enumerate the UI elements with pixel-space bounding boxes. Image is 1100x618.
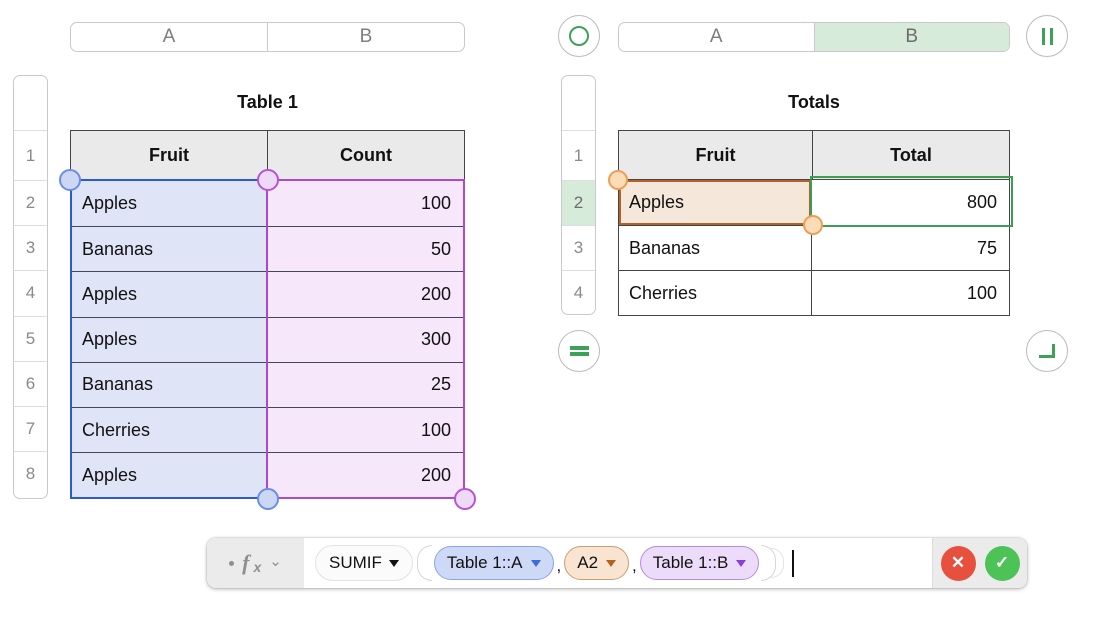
comma-separator: , [556, 556, 562, 575]
right-table-title[interactable]: Totals [788, 92, 840, 112]
cell-a4[interactable]: Apples [72, 271, 266, 316]
cell-b5[interactable]: 300 [268, 316, 463, 362]
cell-b7[interactable]: 100 [268, 406, 463, 452]
open-paren [416, 545, 432, 581]
cell-a7[interactable]: Cherries [72, 406, 266, 452]
column-bars-icon [1041, 27, 1053, 45]
left-column-header-b[interactable]: B [359, 26, 373, 47]
right-table: Fruit Total Apples 800 Bananas 75 Cherri… [618, 130, 1010, 316]
circle-ring-icon [569, 26, 589, 46]
caret-down-icon [530, 559, 541, 567]
add-column-button[interactable] [1026, 15, 1068, 57]
cell-b2[interactable]: 100 [420, 193, 451, 214]
fx-dot-icon [229, 560, 235, 566]
close-paren [771, 548, 785, 578]
arg-token-range-a[interactable]: Table 1::A [433, 546, 554, 580]
left-row-header-3[interactable]: 3 [14, 225, 47, 270]
totals-cell-a4[interactable]: Cherries [619, 271, 812, 315]
right-row-header-4[interactable]: 4 [562, 270, 595, 314]
totals-cell-a2-selected[interactable]: Apples [619, 180, 812, 225]
right-column-header-bar: A B [618, 22, 1010, 52]
cell-a8[interactable]: Apples [72, 452, 266, 497]
left-table: Fruit Count Apples Bananas Apples Apples… [70, 130, 465, 500]
right-row-header-blank [562, 76, 595, 130]
left-header-count[interactable]: Count [340, 144, 392, 165]
left-row-header-7[interactable]: 7 [14, 405, 47, 451]
chevron-down-icon: ⌄ [269, 553, 282, 570]
blue-range-handle-top[interactable] [59, 169, 81, 191]
totals-cell-b3[interactable]: 75 [976, 237, 997, 258]
right-row-header-2[interactable]: 2 [562, 180, 595, 225]
cell-a3[interactable]: Bananas [72, 226, 266, 271]
right-table-header-row: Fruit Total [618, 130, 1010, 180]
right-table-body: Apples 800 Bananas 75 Cherries 100 [618, 179, 1010, 316]
left-header-fruit[interactable]: Fruit [71, 131, 268, 179]
table-row: Apples 800 [619, 180, 1009, 225]
arg-token-range-b[interactable]: Table 1::B [639, 546, 760, 580]
left-row-header-5[interactable]: 5 [14, 315, 47, 361]
right-header-total[interactable]: Total [890, 144, 932, 165]
confirm-formula-button[interactable]: ✓ [984, 545, 1020, 581]
left-selected-range-a[interactable]: Apples Bananas Apples Apples Bananas Che… [70, 179, 268, 500]
comma-separator: , [632, 556, 637, 575]
row-bars-icon [569, 344, 589, 359]
left-row-header-4[interactable]: 4 [14, 270, 47, 315]
orange-range-handle-top[interactable] [608, 170, 628, 190]
table-select-button[interactable] [558, 15, 600, 57]
caret-down-icon [388, 559, 399, 567]
formula-action-buttons: ✕ ✓ [932, 538, 1027, 588]
function-token-sumif[interactable]: SUMIF [315, 545, 413, 581]
formula-input-area[interactable]: SUMIF Table 1::A , A2 , Table 1::B [304, 538, 932, 588]
cell-b4[interactable]: 200 [268, 271, 463, 316]
totals-cell-b4[interactable]: 100 [966, 282, 997, 303]
totals-cell-b2-editing[interactable]: 800 [966, 192, 997, 212]
cell-a5[interactable]: Apples [72, 316, 266, 362]
totals-cell-a3[interactable]: Bananas [619, 226, 812, 270]
left-selected-range-b[interactable]: 100 50 200 300 25 100 200 [266, 179, 465, 500]
caret-down-icon [736, 559, 747, 567]
cell-b8[interactable]: 200 [268, 452, 463, 497]
text-cursor [792, 549, 795, 577]
orange-range-handle-bottom[interactable] [803, 215, 823, 235]
left-row-header-1[interactable]: 1 [14, 130, 47, 180]
left-row-header-blank [14, 76, 47, 130]
cell-a6[interactable]: Bananas [72, 361, 266, 407]
purple-range-handle-bottom[interactable] [454, 488, 476, 510]
right-header-fruit[interactable]: Fruit [619, 131, 813, 179]
caret-down-icon [606, 559, 617, 567]
right-column-header-a[interactable]: A [619, 23, 815, 51]
left-column-header-a[interactable]: A [71, 23, 268, 51]
right-row-header-bar: 1 2 3 4 [561, 75, 596, 315]
add-row-button[interactable] [558, 330, 600, 372]
cell-b3[interactable]: 50 [268, 226, 463, 271]
left-row-header-2[interactable]: 2 [14, 180, 47, 225]
right-row-header-1[interactable]: 1 [562, 130, 595, 180]
left-table-body: Apples Bananas Apples Apples Bananas Che… [70, 179, 465, 500]
left-row-header-8[interactable]: 8 [14, 451, 47, 496]
resize-table-button[interactable] [1026, 330, 1068, 372]
cell-a2[interactable]: Apples [82, 193, 138, 214]
right-row-header-3[interactable]: 3 [562, 225, 595, 270]
right-column-header-b[interactable]: B [814, 23, 1009, 51]
purple-range-handle-top[interactable] [257, 169, 279, 191]
left-row-header-6[interactable]: 6 [14, 360, 47, 406]
arg-token-a2[interactable]: A2 [564, 546, 630, 580]
cell-b6[interactable]: 25 [268, 361, 463, 407]
fx-icon: f [242, 550, 250, 575]
corner-resize-icon [1039, 344, 1055, 358]
left-row-header-bar: 1 2 3 4 5 6 7 8 [13, 75, 48, 499]
blue-range-handle-bottom[interactable] [257, 488, 279, 510]
table-row: Cherries 100 [619, 270, 1009, 315]
cancel-formula-button[interactable]: ✕ [940, 545, 976, 581]
left-column-header-bar: A B [70, 22, 465, 52]
left-table-title[interactable]: Table 1 [237, 92, 298, 112]
